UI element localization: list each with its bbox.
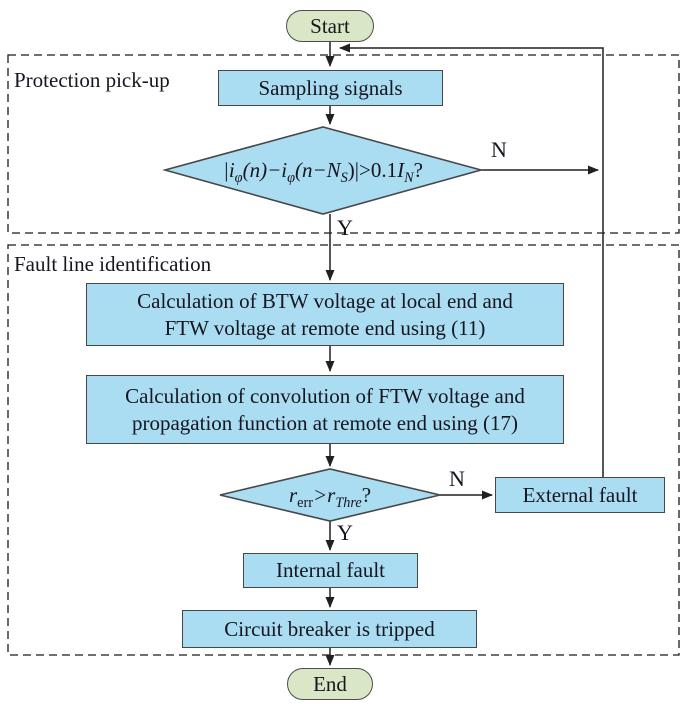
- decision2-yes-label: Y: [337, 520, 353, 545]
- decision1-label: |iφ(n)−iφ(n−NS)|>0.1IN?: [170, 150, 476, 190]
- decision2-no-label: N: [449, 466, 465, 491]
- f1-g: )|>0.1: [347, 157, 398, 182]
- f1-j: ?: [413, 157, 423, 182]
- internal-fault-node: Internal fault: [243, 553, 418, 588]
- f1-h: I: [397, 157, 405, 182]
- group-label-protection-pickup: Protection pick-up: [14, 68, 170, 92]
- start-node: Start: [286, 10, 374, 42]
- group-box-fault-line-identification: [7, 244, 680, 656]
- f2-d: Thre: [335, 494, 362, 511]
- start-label: Start: [310, 13, 350, 38]
- decision2-formula: rerr>rThre?: [288, 482, 372, 511]
- external-fault-node: External fault: [495, 477, 665, 513]
- decision1-diamond: [161, 126, 485, 215]
- group-label-fault-line-identification: Fault line identification: [14, 252, 212, 276]
- f1-d: φ: [287, 169, 295, 186]
- f1-f: S: [340, 169, 348, 186]
- sampling-signals-node: Sampling signals: [218, 70, 443, 106]
- decision2-label: rerr>rThre?: [240, 478, 420, 512]
- f1-a: |i: [223, 157, 235, 182]
- sampling-signals-label: Sampling signals: [258, 75, 403, 100]
- f1-b: φ: [234, 169, 243, 186]
- calc1-line2: FTW voltage at remote end using (11): [164, 315, 486, 340]
- group-box-protection-pickup: [7, 54, 680, 234]
- f2-c: >r: [312, 482, 336, 507]
- f2-b: err: [297, 494, 313, 511]
- decision1-no-label: N: [491, 137, 507, 162]
- circuit-breaker-label: Circuit breaker is tripped: [224, 616, 435, 641]
- f2-e: ?: [361, 482, 372, 507]
- connector-feedback-loop: [339, 43, 604, 477]
- decision1-formula: |iφ(n)−iφ(n−NS)|>0.1IN?: [223, 157, 423, 186]
- calc1-line1: Calculation of BTW voltage at local end …: [137, 288, 513, 313]
- decision2-diamond: [219, 468, 441, 522]
- end-node: End: [287, 668, 373, 700]
- calc2-line1: Calculation of convolution of FTW voltag…: [125, 383, 525, 408]
- internal-fault-label: Internal fault: [275, 558, 386, 583]
- calc-convolution-node: Calculation of convolution of FTW voltag…: [86, 375, 564, 444]
- circuit-breaker-node: Circuit breaker is tripped: [182, 610, 477, 648]
- calc-btw-ftw-node: Calculation of BTW voltage at local end …: [86, 283, 564, 346]
- f2-a: r: [288, 482, 298, 507]
- f1-c: (n)−i: [242, 157, 288, 182]
- decision1-yes-label: Y: [337, 215, 353, 240]
- calc2-line2: propagation function at remote end using…: [131, 410, 519, 435]
- f1-e: (n−N: [294, 157, 341, 182]
- external-fault-label: External fault: [522, 482, 638, 507]
- end-label: End: [313, 671, 347, 696]
- f1-i: N: [404, 169, 414, 186]
